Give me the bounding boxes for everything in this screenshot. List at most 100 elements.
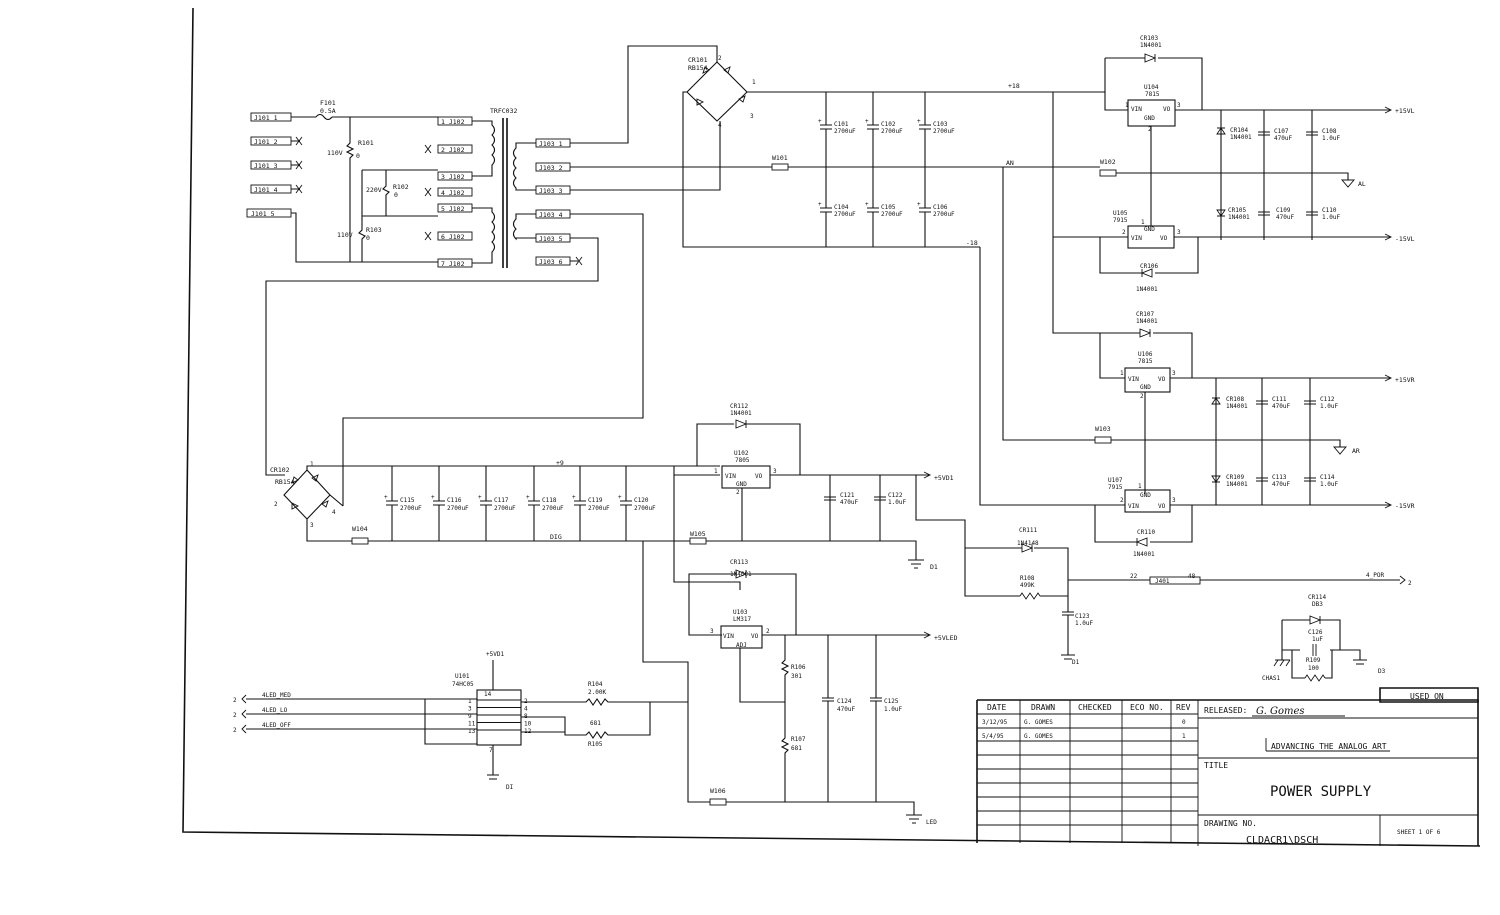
j103-pin4-label: J103 4	[539, 211, 563, 219]
u107-gnd: GND	[1140, 492, 1151, 499]
u107-vin: VIN	[1128, 503, 1139, 510]
col-date: DATE	[987, 703, 1006, 712]
cr109-diode	[1211, 475, 1221, 483]
c124-val: 470uF	[837, 706, 855, 713]
cr101-bridge	[686, 61, 748, 122]
j102-pin2-label: 2 J102	[441, 146, 465, 154]
cap-c102	[867, 92, 879, 167]
c125-ref: C125	[884, 698, 899, 705]
c117-ref: C117	[494, 497, 509, 504]
r105-ref: R105	[588, 741, 603, 748]
cap-c115	[386, 466, 398, 541]
cr109-part: 1N4001	[1226, 481, 1248, 488]
net-al: AL	[1358, 180, 1366, 188]
c101-ref: C101	[834, 121, 849, 128]
c103-plus: +	[917, 118, 921, 125]
u104-gnd: GND	[1144, 115, 1155, 122]
cr106-diode	[1140, 268, 1153, 278]
r103-ref: R103	[366, 226, 382, 234]
net-d3: D3	[1378, 668, 1386, 675]
r101-value: 0	[356, 152, 360, 160]
c108-ref: C108	[1322, 128, 1337, 135]
c102-val: 2700uF	[881, 128, 903, 135]
u103-regulator	[720, 625, 763, 649]
cr114-part: DB3	[1312, 601, 1323, 608]
u103-pin2: 2	[766, 628, 770, 635]
u104-pin2: 2	[1148, 126, 1152, 133]
u104-regulator	[1127, 99, 1176, 127]
transformer-trfc032: TRFC032	[472, 107, 536, 268]
c124-ref: C124	[837, 698, 852, 705]
cap-c103	[919, 92, 931, 167]
net-plus18: +18	[1008, 82, 1020, 90]
cr103-ref: CR103	[1140, 35, 1158, 42]
por-pin: 2	[1408, 580, 1412, 587]
r107-val: 681	[791, 745, 802, 752]
cap-c116	[433, 466, 445, 541]
col-checked: CHECKED	[1078, 703, 1112, 712]
c123-val: 1.0uF	[1075, 620, 1093, 627]
u102-part: 7805	[735, 457, 750, 464]
released-signature: G. Gomes	[1256, 706, 1305, 717]
c117-val: 2700uF	[494, 505, 516, 512]
cap-c117	[480, 466, 492, 541]
r108-val: 499K	[1020, 582, 1035, 589]
w106-jumper	[709, 798, 727, 806]
u105-ref: U105	[1113, 210, 1128, 217]
r102-value: 0	[394, 191, 398, 199]
r109-resistor	[1304, 674, 1326, 682]
u102-gnd: GND	[736, 481, 747, 488]
w101-label: W101	[772, 154, 788, 162]
u101-left-pin-13: 13	[468, 728, 476, 735]
r102-ref: R102	[393, 183, 409, 191]
signal-led-off: 4LED_OFF	[262, 722, 291, 729]
j101-pin4-label: J101 4	[254, 186, 278, 194]
c116-plus: +	[431, 494, 435, 501]
c102-ref: C102	[881, 121, 896, 128]
j102-pin5-label: 5 J102	[441, 205, 465, 213]
cr108-part: 1N4001	[1226, 403, 1248, 410]
c115-val: 2700uF	[400, 505, 422, 512]
c120-val: 2700uF	[634, 505, 656, 512]
cr104-ref: CR104	[1230, 127, 1248, 134]
c114-ref: C114	[1320, 474, 1335, 481]
j101-connectors: J101 1 J101 2 J101 3 J101 4 J101 5	[246, 112, 303, 218]
tap-110v-b: 110V	[337, 231, 353, 239]
cr110-ref: CR110	[1137, 529, 1155, 536]
c101-val: 2700uF	[834, 128, 856, 135]
c118-ref: C118	[542, 497, 557, 504]
analog-rectifier: CR101 RB154 1 2 3 4 +18 -18 W101 AN C101…	[570, 45, 1105, 248]
c106-plus: +	[917, 201, 921, 208]
net-plus15vl: +15VL	[1395, 107, 1415, 115]
j101-pin5-label: J101 5	[251, 210, 275, 218]
j101-pin1-label: J101 1	[254, 114, 278, 122]
r104-ref: R104	[588, 681, 603, 688]
u105-part: 7915	[1113, 217, 1128, 224]
c106-ref: C106	[933, 204, 948, 211]
cr112-ref: CR112	[730, 403, 748, 410]
cr103-diode	[1144, 53, 1157, 63]
fuse-ref: F101	[320, 99, 336, 107]
row1-date: 3/12/95	[982, 719, 1008, 726]
u106-vin: VIN	[1128, 376, 1139, 383]
u104-ref: U104	[1144, 84, 1159, 91]
cr103-part: 1N4001	[1140, 42, 1162, 49]
u106-ref: U106	[1138, 351, 1153, 358]
c101-plus: +	[818, 118, 822, 125]
c119-plus: +	[572, 494, 576, 501]
c109-ref: C109	[1276, 207, 1291, 214]
cr107-diode	[1139, 328, 1152, 338]
cr112-diode	[735, 419, 748, 429]
net-minus18: -18	[966, 239, 978, 247]
row2-date: 5/4/95	[982, 733, 1004, 740]
j401-pin48: 48	[1188, 573, 1196, 580]
u102-pin1: 1	[714, 468, 718, 475]
u105-pin3: 3	[1177, 229, 1181, 236]
u107-pin3: 3	[1172, 497, 1176, 504]
r105-val: 681	[590, 720, 601, 727]
w105-label: W105	[690, 530, 706, 538]
fuse-value: 0.5A	[320, 107, 336, 115]
row1-drawn: G. GOMES	[1024, 719, 1053, 726]
